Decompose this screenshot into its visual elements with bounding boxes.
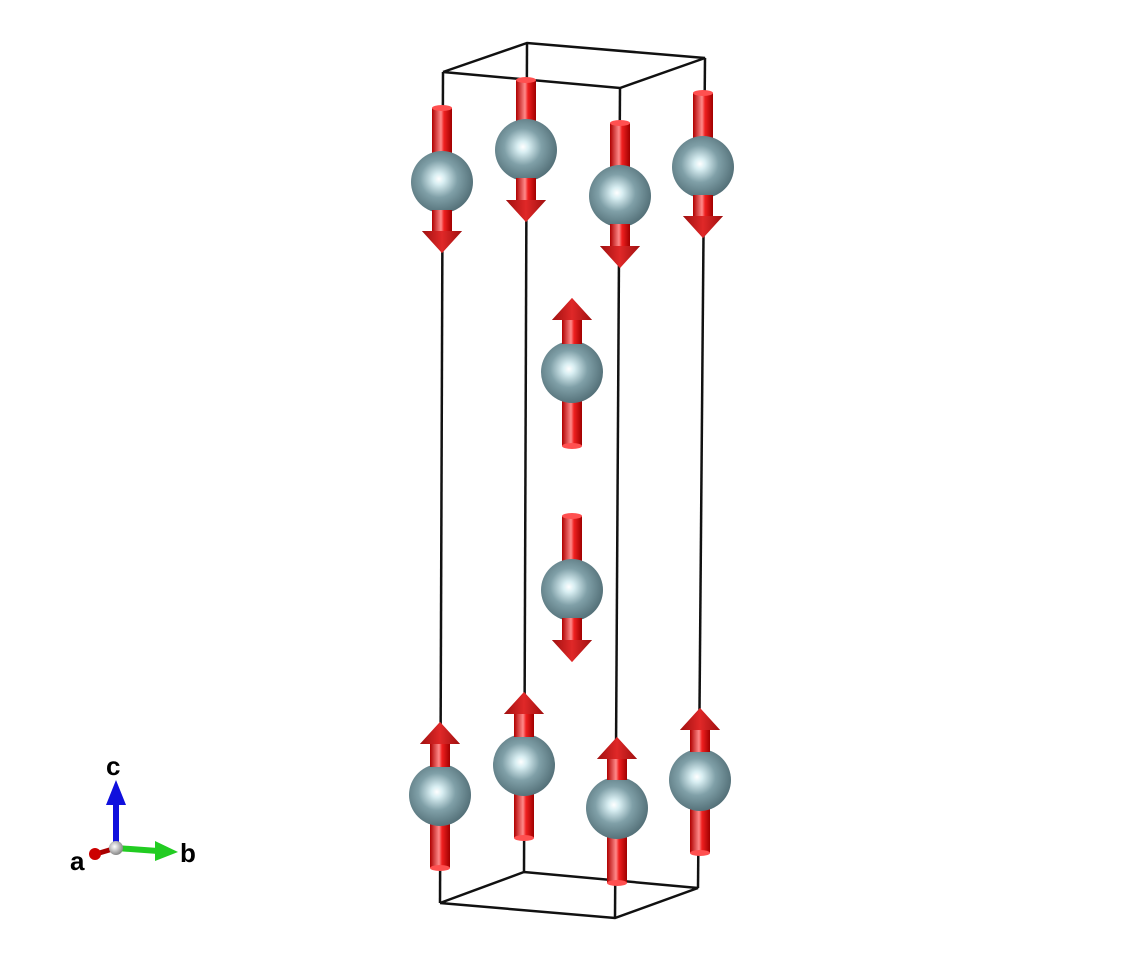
atom-with-spin[interactable] bbox=[589, 120, 651, 268]
atom-sphere bbox=[589, 165, 651, 227]
c-axis-label: c bbox=[106, 751, 120, 781]
atom-with-spin[interactable] bbox=[409, 722, 471, 871]
atoms-layer bbox=[409, 77, 734, 886]
atom-with-spin[interactable] bbox=[672, 90, 734, 238]
atom-with-spin[interactable] bbox=[495, 77, 557, 222]
atom-sphere bbox=[586, 777, 648, 839]
b-axis-arrow bbox=[115, 845, 159, 854]
atom-with-spin[interactable] bbox=[411, 105, 473, 253]
b-axis-label: b bbox=[180, 838, 196, 868]
atom-sphere bbox=[672, 136, 734, 198]
atom-sphere bbox=[541, 559, 603, 621]
atom-sphere bbox=[493, 734, 555, 796]
atom-sphere bbox=[411, 151, 473, 213]
unit-cell bbox=[438, 41, 707, 920]
atom-sphere bbox=[669, 749, 731, 811]
atom-with-spin[interactable] bbox=[586, 737, 648, 886]
atom-with-spin[interactable] bbox=[541, 298, 603, 449]
axis-indicator: c b a bbox=[70, 751, 196, 876]
a-axis-label: a bbox=[70, 846, 85, 876]
atom-sphere bbox=[409, 764, 471, 826]
atom-sphere bbox=[541, 341, 603, 403]
atom-sphere bbox=[495, 119, 557, 181]
atom-with-spin[interactable] bbox=[541, 513, 603, 662]
atom-with-spin[interactable] bbox=[669, 708, 731, 856]
origin-icon bbox=[109, 841, 123, 855]
atom-with-spin[interactable] bbox=[493, 692, 555, 841]
